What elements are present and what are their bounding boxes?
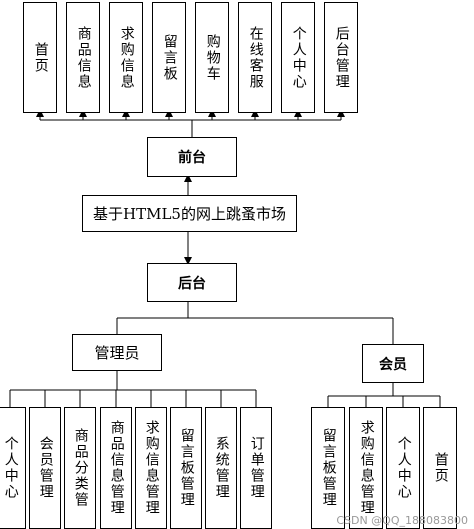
member-node: 会员 [362,344,424,383]
front-node: 前台 [147,137,237,177]
admin-item-wanted-management: 求购信息管理 [135,407,167,529]
admin-node: 管理员 [72,334,162,371]
admin-item-member-management: 会员管理 [29,407,61,529]
front-item-personal-center: 个人中心 [281,2,315,113]
admin-item-product-management: 商品信息管理 [100,407,132,529]
admin-item-system-management: 系统管理 [205,407,237,529]
admin-item-message-management: 留言板管理 [170,407,202,529]
member-item-personal-center: 个人中心 [386,407,420,529]
admin-item-category-management: 商品分类管 [64,407,96,529]
front-item-wanted-info: 求购信息 [109,2,143,113]
front-item-cart: 购物车 [195,2,229,113]
member-item-home: 首页 [423,407,457,529]
admin-item-order-management: 订单管理 [240,407,272,529]
system-node: 基于HTML5的网上跳蚤市场 [82,195,297,232]
member-item-message-management: 留言板管理 [311,407,345,529]
member-item-wanted-management: 求购信息管理 [349,407,383,529]
front-item-backend-admin: 后台管理 [324,2,358,113]
front-item-product-info: 商品信息 [66,2,100,113]
front-item-message-board: 留言板 [152,2,186,113]
watermark-text: CSDN @QQ_188083800 [336,514,468,527]
front-item-home: 首页 [23,2,57,113]
admin-item-personal-center: 个人中心 [0,407,26,529]
front-item-online-service: 在线客服 [238,2,272,113]
back-node: 后台 [147,263,237,302]
